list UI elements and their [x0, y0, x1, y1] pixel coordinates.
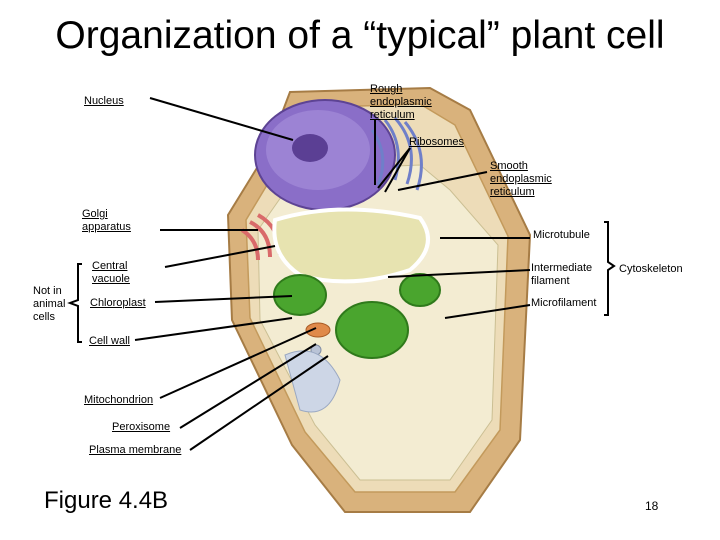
label-rough-er: Rough endoplasmic reticulum — [370, 83, 432, 121]
leader-lines — [67, 97, 616, 451]
label-smooth-er: Smooth endoplasmic reticulum — [490, 160, 552, 198]
page-number: 18 — [645, 499, 659, 513]
label-peroxisome: Peroxisome — [112, 421, 171, 433]
label-golgi: Golgi apparatus — [82, 208, 131, 233]
label-central-vacuole: Central vacuole — [92, 260, 130, 285]
label-ribosomes: Ribosomes — [409, 136, 465, 148]
central-vacuole — [272, 207, 430, 284]
figure-label: Figure 4.4B — [44, 487, 169, 514]
label-nucleus: Nucleus — [84, 95, 124, 107]
label-cell-wall: Cell wall — [89, 335, 130, 347]
label-microfilament: Microfilament — [531, 297, 597, 309]
label-intermediate-filament: Intermediate filament — [531, 262, 593, 287]
slide-title: Organization of a “typical” plant cell — [55, 14, 665, 57]
label-not-in-animal-cells: Not in animal cells — [33, 285, 66, 323]
label-cytoskeleton: Cytoskeleton — [619, 263, 683, 275]
label-plasma-membrane: Plasma membrane — [89, 444, 182, 456]
label-mitochondrion: Mitochondrion — [84, 394, 154, 406]
mitochondrion — [305, 322, 331, 338]
label-microtubule: Microtubule — [533, 229, 590, 241]
chloroplasts — [273, 273, 441, 359]
label-chloroplast: Chloroplast — [90, 297, 146, 309]
